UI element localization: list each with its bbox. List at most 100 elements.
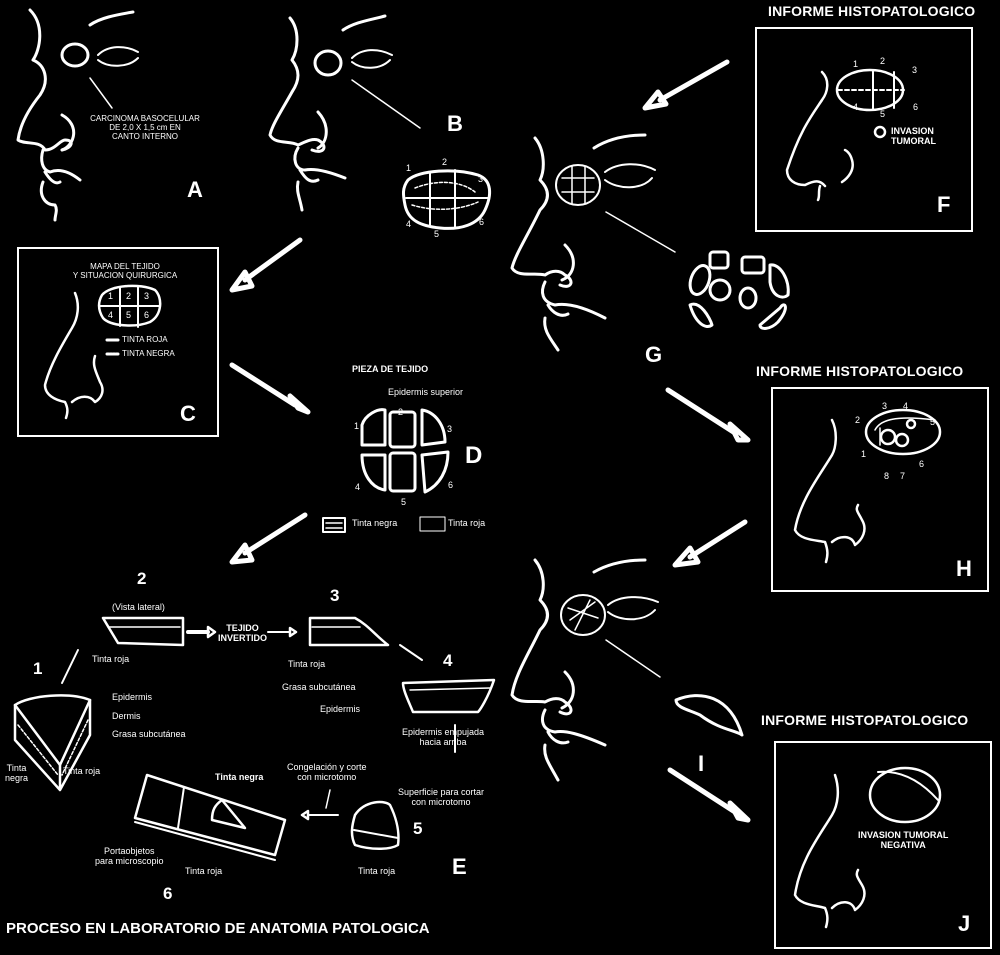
panel-letter-j: J: [958, 911, 971, 936]
label-tinta-negra: Tinta negra: [215, 772, 264, 782]
panel-letter-f: F: [937, 192, 951, 217]
label-tinta-roja: Tinta roja: [63, 766, 101, 776]
section-label: 6: [919, 459, 925, 469]
label-vista-lateral: (Vista lateral): [112, 602, 165, 612]
result-line: NEGATIVA: [880, 839, 926, 850]
tissue-fragment-i: [674, 694, 744, 737]
section-label: 6: [144, 310, 150, 320]
report-box-j: [774, 741, 992, 949]
label-tinta-roja: Tinta roja: [358, 866, 396, 876]
title-line: MAPA DEL TEJIDO: [90, 262, 160, 271]
section-label: 5: [434, 229, 440, 239]
annotation-line: CARCINOMA BASOCELULAR: [90, 114, 200, 123]
face-i: [510, 558, 661, 782]
section-label: 8: [884, 471, 890, 481]
legend-line: INVASION: [891, 126, 934, 136]
label-line: Congelación y corte: [287, 762, 367, 772]
label-line: TEJIDO: [226, 623, 259, 633]
section-label: 2: [855, 415, 861, 425]
panel-letter-d: D: [465, 442, 483, 469]
section-label: 6: [448, 480, 454, 490]
tissue-map-c: [43, 284, 162, 420]
label-line: con microtomo: [297, 771, 357, 782]
section-label: 5: [126, 310, 132, 320]
tissue-fragments-g: [688, 250, 790, 330]
section-label: 4: [903, 401, 909, 411]
section-label: 2: [442, 157, 448, 167]
section-label: 6: [479, 217, 485, 227]
section-label: 1: [354, 421, 360, 431]
label-epidermis-empujada: Epidermis empujada hacia arriba: [402, 727, 485, 748]
tissue-piece-title: PIEZA DE TEJIDO: [352, 364, 429, 374]
section-label: 3: [447, 424, 453, 434]
label-tejido-invertido: TEJIDO INVERTIDO: [218, 623, 268, 644]
section-label: 7: [900, 471, 906, 481]
section-label: 6: [913, 102, 919, 112]
panel-letter-g: G: [645, 342, 663, 367]
label-line: para microscopio: [95, 855, 164, 866]
tissue-map-box-c: [17, 247, 219, 437]
label-line: Portaobjetos: [103, 846, 155, 856]
step-number: 3: [330, 586, 340, 605]
label-line: hacia arriba: [419, 736, 467, 747]
label-line: con microtomo: [411, 796, 471, 807]
section-label: 2: [880, 56, 886, 66]
label-portaobjetos: Portaobjetos para microscopio: [95, 846, 164, 867]
legend-tinta-roja: Tinta roja: [448, 518, 486, 528]
legend-tinta-negra: TINTA NEGRA: [122, 349, 175, 358]
label-grasa: Grasa subcutánea: [112, 729, 186, 739]
section-label: 1: [406, 163, 412, 173]
panel-letter-c: C: [180, 401, 196, 426]
section-label: 1: [861, 449, 867, 459]
step-number: 2: [137, 569, 147, 588]
label-tinta-roja: Tinta roja: [185, 866, 223, 876]
title-line: Y SITUACION QUIRURGICA: [72, 270, 178, 280]
step-number: 6: [163, 884, 173, 903]
step-number: 4: [443, 651, 453, 670]
panel-letter-a: A: [187, 177, 203, 202]
label-epidermis: Epidermis: [320, 704, 361, 714]
legend-tinta-roja: TINTA ROJA: [122, 335, 168, 344]
report-header-f: INFORME HISTOPATOLOGICO: [768, 3, 976, 19]
label-line: negra: [5, 772, 29, 783]
section-label: 5: [401, 497, 407, 507]
label-epidermis: Epidermis: [112, 692, 153, 702]
footer-caption: PROCESO EN LABORATORIO DE ANATOMIA PATOL…: [6, 920, 430, 937]
panel-letter-e: E: [452, 854, 467, 879]
lab-process-drawing: [13, 616, 496, 861]
label-tinta-negra: Tinta negra: [5, 763, 29, 784]
label-line: Superficie para cortar: [398, 787, 485, 797]
face-b: [268, 14, 421, 212]
label-line: Epidermis empujada: [402, 727, 485, 737]
label-line: Tinta: [6, 763, 27, 773]
report-j-drawing: [793, 766, 942, 929]
legend-invasion-tumoral: INVASION TUMORAL: [891, 126, 936, 147]
annotation-line: CANTO INTERNO: [111, 131, 179, 141]
flow-arrows: [229, 59, 751, 823]
face-a: [16, 8, 139, 222]
result-line: INVASION TUMORAL: [858, 830, 949, 840]
section-label: 1: [853, 59, 859, 69]
result-invasion-negativa: INVASION TUMORAL NEGATIVA: [858, 830, 949, 851]
report-header-j: INFORME HISTOPATOLOGICO: [761, 712, 969, 728]
step-number: 5: [413, 819, 423, 838]
section-label: 1: [108, 291, 114, 301]
tissue-map-b: [401, 169, 492, 230]
section-label: 4: [355, 482, 361, 492]
label-congelacion: Congelación y corte con microtomo: [287, 762, 367, 783]
section-label: 5: [930, 417, 936, 427]
label-tinta-roja: Tinta roja: [288, 659, 326, 669]
section-label: 3: [882, 401, 888, 411]
annotation-a: CARCINOMA BASOCELULAR DE 2,0 X 1,5 cm EN…: [85, 114, 205, 141]
panel-letter-b: B: [447, 111, 463, 136]
step-number: 1: [33, 659, 43, 678]
face-g: [510, 133, 676, 352]
label-grasa: Grasa subcutánea: [282, 682, 356, 692]
panel-letter-h: H: [956, 556, 972, 581]
label-line: INVERTIDO: [218, 632, 268, 643]
report-h-drawing: [793, 408, 942, 564]
tissue-map-title: MAPA DEL TEJIDO Y SITUACION QUIRURGICA: [60, 262, 190, 281]
section-label: 3: [912, 65, 918, 75]
legend-line: TUMORAL: [891, 135, 936, 146]
